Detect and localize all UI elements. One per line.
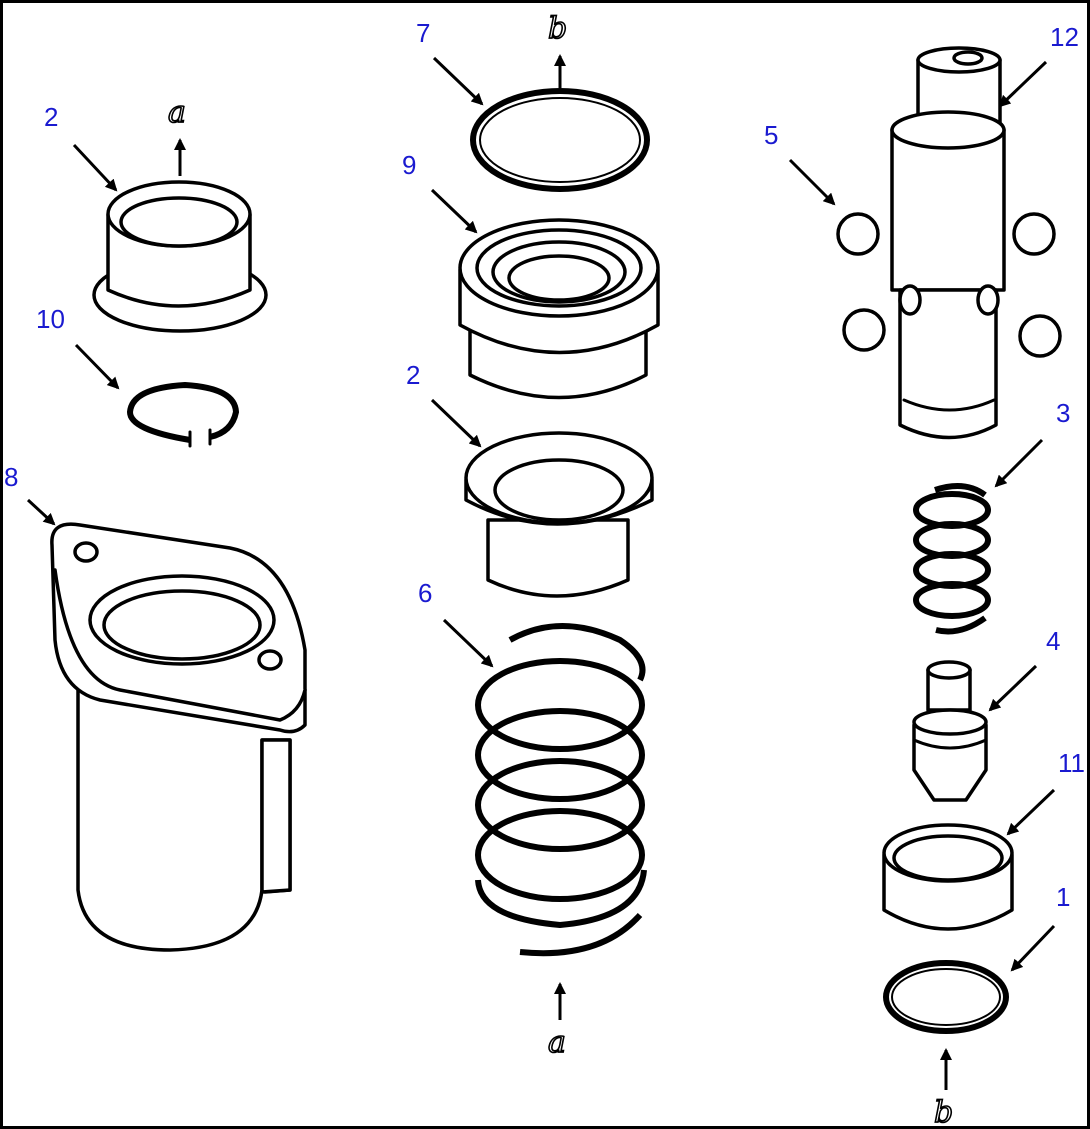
part-11-seat-ring: [882, 823, 1014, 931]
label-2-top: 2: [44, 102, 58, 132]
label-4: 4: [1046, 626, 1060, 656]
label-10: 10: [36, 304, 65, 334]
ref-a-top: a: [168, 95, 186, 130]
label-5: 5: [764, 120, 778, 150]
part-10-snap-ring: [126, 381, 240, 448]
part-12-spool: [890, 46, 1006, 440]
part-2-bushing-top: [92, 180, 268, 333]
part-1-o-ring: [883, 960, 1009, 1034]
part-5-balls: [836, 212, 1062, 358]
part-2-bushing-middle: [464, 431, 654, 598]
label-8: 8: [4, 462, 18, 492]
ref-a-bottom: a: [548, 1025, 566, 1060]
part-3-small-spring: [913, 483, 991, 635]
label-12: 12: [1050, 22, 1079, 52]
ref-b-top: b: [548, 11, 567, 46]
label-11: 11: [1058, 748, 1085, 778]
ref-b-bottom: b: [934, 1095, 953, 1129]
label-3: 3: [1056, 398, 1070, 428]
part-6-spring: [475, 623, 647, 957]
label-1: 1: [1056, 882, 1070, 912]
label-7: 7: [416, 18, 430, 48]
leader-lines: [26, 56, 1056, 972]
label-2-middle: 2: [406, 360, 420, 390]
label-6: 6: [418, 578, 432, 608]
part-9-retainer: [458, 218, 660, 400]
part-8-housing: [50, 522, 307, 952]
part-7-o-ring: [470, 88, 650, 192]
part-4-poppet: [912, 660, 988, 802]
label-9: 9: [402, 150, 416, 180]
flow-arrows: [174, 54, 952, 1090]
